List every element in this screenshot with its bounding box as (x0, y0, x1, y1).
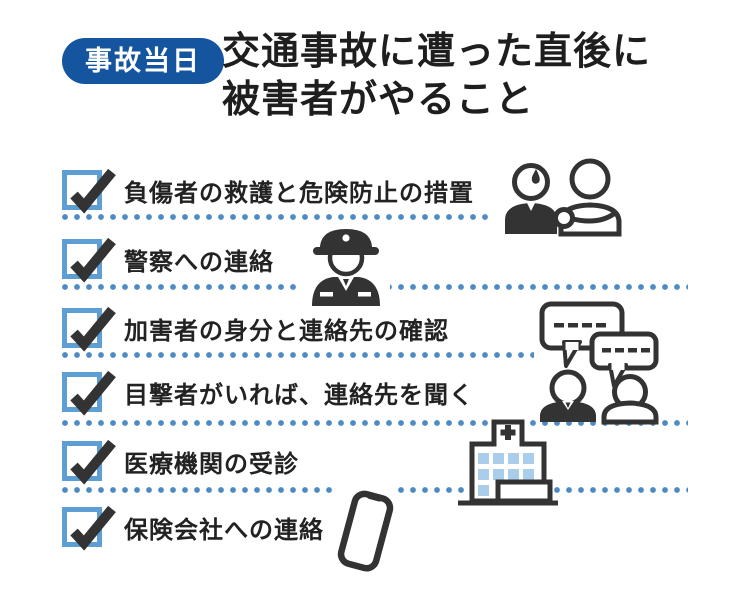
checklist-item-label: 目撃者がいれば、連絡先を聞く (124, 381, 474, 409)
checklist-item-label: 加害者の身分と連絡先の確認 (124, 317, 449, 345)
police-officer-icon (302, 222, 390, 306)
dotted-divider (62, 420, 688, 426)
checklist-item-label: 保険会社への連絡 (124, 516, 324, 544)
checkbox-checked[interactable] (62, 370, 116, 416)
checkbox-checked[interactable] (62, 439, 116, 485)
dotted-divider (62, 352, 534, 358)
smartphone-icon (334, 487, 396, 579)
checkmark-icon (70, 505, 116, 551)
accident-day-badge: 事故当日 (62, 38, 224, 84)
checklist-item-police: 警察への連絡 (62, 237, 274, 283)
checkmark-icon (70, 439, 116, 485)
injured-person-helped-icon (498, 156, 628, 237)
checklist-item-medical: 医療機関の受診 (62, 439, 299, 485)
conversation-bubbles-icon (536, 298, 662, 425)
checkmark-icon (70, 168, 116, 214)
checkbox-checked[interactable] (62, 237, 116, 283)
checkbox-checked[interactable] (62, 306, 116, 352)
checklist-item-label: 負傷者の救護と危険防止の措置 (124, 179, 474, 207)
page-title: 交通事故に遭った直後に 被害者がやること (222, 28, 651, 124)
title-line-1: 交通事故に遭った直後に (222, 31, 652, 73)
hospital-icon (458, 416, 558, 506)
checklist-item-witnesses: 目撃者がいれば、連絡先を聞く (62, 370, 474, 416)
checkmark-icon (70, 306, 116, 352)
checkmark-icon (70, 370, 116, 416)
checkmark-icon (70, 237, 116, 283)
checklist-item-label: 警察への連絡 (124, 248, 274, 276)
checkbox-checked[interactable] (62, 168, 116, 214)
dotted-divider (62, 214, 492, 220)
title-line-2: 被害者がやること (222, 79, 535, 121)
checklist-item-perpetrator-info: 加害者の身分と連絡先の確認 (62, 306, 449, 352)
checkbox-checked[interactable] (62, 505, 116, 551)
checklist-item-rescue: 負傷者の救護と危険防止の措置 (62, 168, 474, 214)
checklist-item-label: 医療機関の受診 (124, 450, 299, 478)
checklist-item-insurance: 保険会社への連絡 (62, 505, 324, 551)
